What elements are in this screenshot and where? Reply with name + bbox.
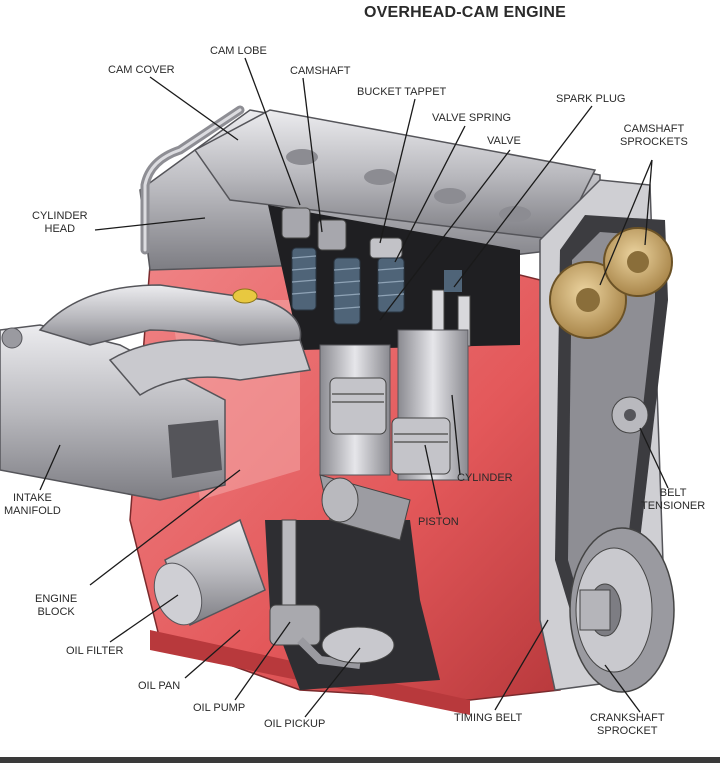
label-oil-pump: OIL PUMP [193,702,246,714]
intake-manifold [0,284,311,501]
label-timing-belt: TIMING BELT [454,712,523,724]
label-intake-manifold: INTAKE MANIFOLD [4,492,61,518]
label-belt-tensioner: BELT TENSIONER [641,487,705,513]
label-crankshaft-sprocket-line1: CRANKSHAFT [590,712,665,724]
bottom-bar [0,757,720,763]
label-cylinder-head-line2: HEAD [44,223,76,235]
label-valve: VALVE [487,135,521,147]
camshaft-sprockets [549,227,673,339]
label-crankshaft-sprocket-line2: SPROCKET [597,725,658,737]
label-crankshaft-sprocket: CRANKSHAFT SPROCKET [590,712,665,738]
valvetrain [268,205,520,350]
label-intake-manifold-line1: INTAKE [12,492,52,504]
label-cylinder-head-line1: CYLINDER [32,210,88,222]
oil-filter [153,518,266,627]
leader-lines [39,57,669,718]
label-valve-spring: VALVE SPRING [432,112,512,124]
label-belt-tensioner-line1: BELT [659,487,687,499]
label-oil-pickup: OIL PICKUP [264,718,326,730]
label-camshaft-sprockets-line2: SPROCKETS [620,136,688,148]
label-camshaft-sprockets: CAMSHAFT SPROCKETS [620,123,688,149]
oil-pump [269,519,395,669]
label-cylinder-head: CYLINDER HEAD [32,210,88,236]
label-camshaft: CAMSHAFT [290,65,351,77]
label-cylinder: CYLINDER [457,472,513,484]
label-cam-cover: CAM COVER [108,64,175,76]
label-intake-manifold-line2: MANIFOLD [4,505,61,517]
label-engine-block-line2: BLOCK [37,606,75,618]
label-bucket-tappet: BUCKET TAPPET [357,86,447,98]
belt-tensioner [611,396,649,434]
label-piston: PISTON [418,516,459,528]
label-cam-lobe: CAM LOBE [210,45,267,57]
label-engine-block-line1: ENGINE [35,593,78,605]
label-oil-pan: OIL PAN [138,680,181,692]
label-camshaft-sprockets-line1: CAMSHAFT [623,123,685,135]
label-engine-block: ENGINE BLOCK [35,593,77,619]
diagram-title: OVERHEAD-CAM ENGINE [364,4,567,21]
label-belt-tensioner-line2: TENSIONER [641,500,706,512]
label-spark-plug: SPARK PLUG [556,93,626,105]
crankshaft-sprocket [569,527,675,693]
label-oil-filter: OIL FILTER [66,645,124,657]
cylinders [319,329,469,541]
